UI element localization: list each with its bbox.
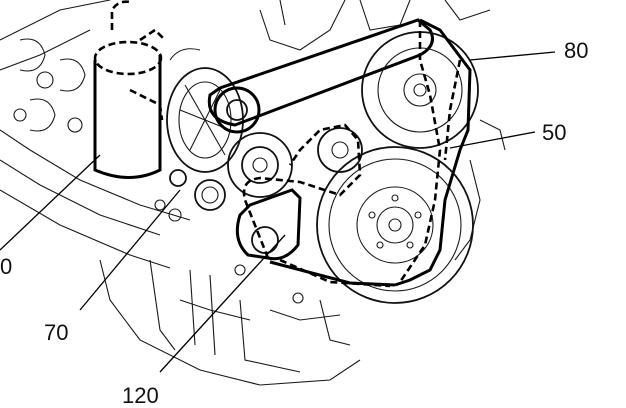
callout-label-0: 0 xyxy=(0,254,13,279)
callout-label-120: 120 xyxy=(122,383,159,408)
leader-line-70 xyxy=(79,189,181,311)
mid-idler-pulley xyxy=(317,127,363,173)
water-pump-pulley xyxy=(194,132,293,211)
callout-label-70: 70 xyxy=(44,320,69,345)
leader-line-0 xyxy=(0,154,101,251)
leader-line-80 xyxy=(469,51,556,61)
crankshaft-damper xyxy=(316,146,474,304)
lower-tensioner xyxy=(235,188,302,261)
fan-pulley xyxy=(361,31,479,149)
engine-block xyxy=(0,0,506,386)
callout-label-80: 80 xyxy=(564,38,589,63)
callout-label-50: 50 xyxy=(542,120,567,145)
leader-line-120 xyxy=(159,234,286,373)
starter-cylinder xyxy=(93,0,166,179)
leader-line-50 xyxy=(449,131,536,149)
alternator xyxy=(166,48,244,187)
drive-belt xyxy=(242,18,472,288)
